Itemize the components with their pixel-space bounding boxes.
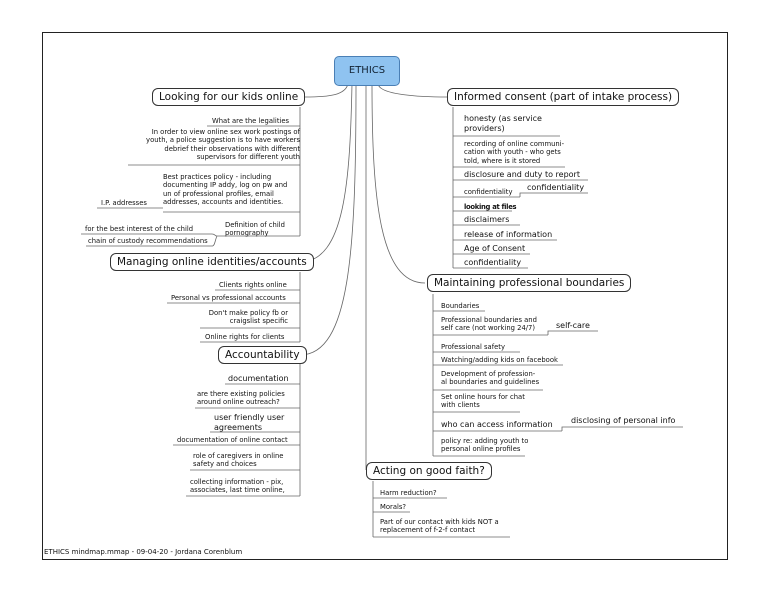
node-release-of-information[interactable]: release of information: [464, 230, 553, 239]
node-role-of-caregivers[interactable]: role of caregivers in online safety and …: [193, 452, 284, 469]
node-self-care[interactable]: self-care: [556, 321, 590, 330]
node-confidentiality-b[interactable]: confidentiality: [527, 183, 585, 192]
node-disclaimers[interactable]: disclaimers: [464, 215, 510, 224]
branch-informed-consent[interactable]: Informed consent (part of intake process…: [447, 88, 680, 106]
node-ip-addresses[interactable]: I.P. addresses: [101, 199, 147, 207]
node-looking-at-files[interactable]: looking at files: [464, 203, 517, 211]
node-professional-boundaries-self-care[interactable]: Professional boundaries and self care (n…: [441, 316, 537, 333]
branch-maintaining-professional-boundaries[interactable]: Maintaining professional boundaries: [427, 274, 632, 292]
node-user-agreements[interactable]: user friendly user agreements: [214, 413, 285, 432]
node-best-interest-child[interactable]: for the best interest of the child: [85, 225, 194, 233]
node-documentation[interactable]: documentation: [228, 374, 289, 383]
node-development-guidelines[interactable]: Development of profession- al boundaries…: [441, 370, 540, 387]
branch-looking-for-kids-online[interactable]: Looking for our kids online: [152, 88, 306, 106]
node-policy-adding-youth[interactable]: policy re: adding youth to personal onli…: [441, 437, 529, 454]
node-collecting-information[interactable]: collecting information - pix, associates…: [190, 478, 285, 495]
node-clients-rights-online[interactable]: Clients rights online: [219, 281, 287, 289]
node-disclosure-duty[interactable]: disclosure and duty to report: [464, 170, 580, 179]
node-confidentiality-c[interactable]: confidentiality: [464, 258, 522, 267]
node-part-of-contact[interactable]: Part of our contact with kids NOT a repl…: [380, 518, 499, 535]
node-professional-safety[interactable]: Professional safety: [441, 343, 505, 351]
node-who-can-access[interactable]: who can access information: [441, 420, 553, 429]
node-chain-of-custody[interactable]: chain of custody recommendations: [88, 237, 208, 245]
node-documentation-online-contact[interactable]: documentation of online contact: [177, 436, 288, 444]
node-honesty[interactable]: honesty (as service providers): [464, 114, 542, 133]
mindmap-frame: [42, 32, 728, 560]
node-child-pornography-definition[interactable]: Definition of child pornography: [225, 221, 285, 238]
branch-managing-online-identities[interactable]: Managing online identities/accounts: [110, 253, 314, 271]
node-age-of-consent[interactable]: Age of Consent: [464, 244, 526, 253]
node-boundaries[interactable]: Boundaries: [441, 302, 480, 310]
root-node[interactable]: ETHICS: [334, 56, 400, 86]
branch-acting-on-good-faith[interactable]: Acting on good faith?: [366, 462, 492, 480]
node-best-practices-policy[interactable]: Best practices policy - including docume…: [163, 173, 288, 207]
node-harm-reduction[interactable]: Harm reduction?: [380, 489, 437, 497]
node-morals[interactable]: Morals?: [380, 503, 407, 511]
node-online-rights-clients[interactable]: Online rights for clients: [205, 333, 285, 341]
branch-accountability[interactable]: Accountability: [218, 346, 307, 364]
node-disclosing-personal-info[interactable]: disclosing of personal info: [571, 416, 676, 425]
node-recording-online-communication[interactable]: recording of online communi- cation with…: [464, 140, 565, 165]
node-watching-adding-kids[interactable]: Watching/adding kids on facebook: [441, 356, 558, 364]
node-legalities[interactable]: What are the legalities: [212, 117, 290, 125]
node-policy-not-specific[interactable]: Don't make policy fb or craigslist speci…: [208, 309, 288, 326]
node-existing-policies[interactable]: are there existing policies around onlin…: [197, 390, 285, 407]
node-personal-vs-professional[interactable]: Personal vs professional accounts: [171, 294, 286, 302]
node-confidentiality-a[interactable]: confidentiality: [464, 188, 513, 196]
footer-caption: ETHICS mindmap.mmap - 09-04-20 - Jordana…: [44, 548, 243, 556]
node-set-online-hours[interactable]: Set online hours for chat with clients: [441, 393, 525, 410]
node-sex-work-postings[interactable]: In order to view online sex work posting…: [146, 128, 300, 162]
